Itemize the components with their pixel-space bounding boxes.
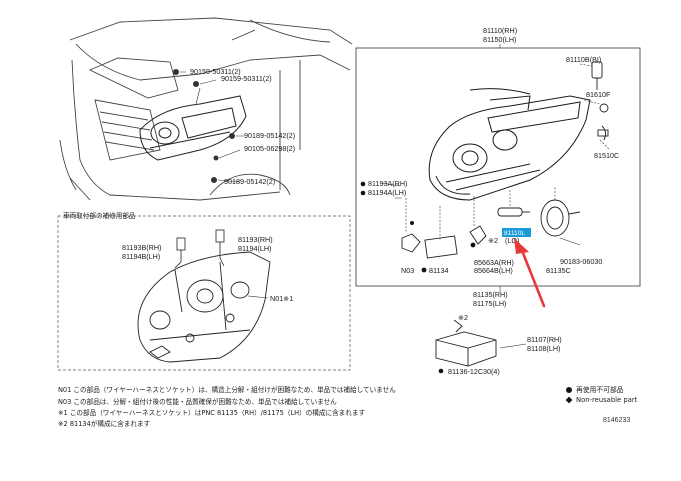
label-81107: 81107(RH) — [527, 335, 562, 344]
label-85663a: 85663A(RH) — [474, 258, 514, 267]
small-part-markers — [410, 221, 476, 273]
headlamp-assembly — [428, 88, 591, 201]
label-81194a: 81194A(LH) — [368, 188, 406, 197]
filled-diamond-icon — [565, 396, 573, 403]
socket-icons — [174, 229, 225, 269]
label-n01: N01※1 — [270, 294, 293, 303]
callout-bolt-2: 90159-50311(2) — [221, 74, 272, 83]
label-81610f: 81610F — [586, 90, 611, 99]
assembly-leaders — [405, 63, 611, 240]
figure-code: 8146233 — [603, 417, 631, 424]
label-81193b: 81193B(RH) — [122, 243, 161, 252]
ballast-module — [435, 319, 497, 367]
nonreusable-marker-81194a — [360, 190, 366, 196]
callout-bolt-5: 90189-05142(2) — [224, 177, 275, 186]
ballast-leader — [499, 343, 527, 349]
heading-81150lh: 81150(LH) — [483, 35, 516, 44]
note-mark1: ※1 この部品（ワイヤーハーネスとソケット）はPNC 81135（RH）/811… — [58, 409, 366, 417]
screw-icon — [438, 368, 444, 374]
label-81194b: 81194B(LH) — [122, 252, 160, 261]
note-n01: N01 この部品（ワイヤーハーネスとソケット）は、構造上分解・組付けが困難なため… — [58, 386, 396, 394]
filled-circle-icon — [566, 386, 572, 393]
label-81110b: 81110B(BI) — [566, 55, 601, 64]
mark-2b: ※2 — [458, 313, 468, 322]
leader-lines-left — [180, 71, 244, 183]
legend-text-jp: 再使用不可部品 — [576, 386, 624, 394]
legend-nonreusable-en: Non-reusable part — [565, 396, 638, 404]
headlamp-rear-view — [137, 251, 271, 363]
label-90183: 90183-06030 — [560, 257, 602, 266]
cap-81135c — [540, 199, 581, 237]
label-81193: 81193(RH) — [238, 235, 273, 244]
callout-bolt-1: 90159-50311(2) — [190, 67, 241, 76]
n01-leader — [247, 295, 269, 299]
nonreusable-marker-81193a — [360, 181, 366, 187]
label-81135: 81135(RH) — [473, 290, 508, 299]
label-81135c: 81135C — [546, 266, 571, 275]
part-81110l-highlight[interactable] — [502, 228, 531, 237]
legend-text-en: Non-reusable part — [576, 396, 638, 404]
label-81510c: 81510C — [594, 151, 619, 160]
vehicle-headlamp — [139, 95, 247, 161]
heading-81110rh: 81110(RH) — [483, 26, 517, 35]
label-81193a: 81193A(RH) — [368, 179, 407, 188]
label-lo: (LO) — [505, 236, 519, 245]
assembly-box — [355, 47, 641, 287]
bolt-icons-left — [173, 69, 235, 183]
label-81134: 81134 — [429, 266, 448, 275]
label-81194: 81194(LH) — [238, 244, 271, 253]
label-81175: 81175(LH) — [473, 299, 506, 308]
legend-nonreusable-jp: 再使用不可部品 — [566, 384, 624, 394]
label-81108: 81108(LH) — [527, 344, 560, 353]
red-arrow — [514, 238, 546, 308]
assembly-solid-leaders — [381, 182, 581, 292]
label-85664b: 85664B(LH) — [474, 266, 513, 275]
mark-2a: ※2 — [488, 236, 498, 245]
label-n03: N03 — [401, 266, 414, 275]
attachment-repair-box — [57, 215, 351, 371]
callout-screw-4: 90105-06298(2) — [244, 144, 295, 153]
note-n03: N03 この部品は、分解・組付け後の性能・品質確保が困難なため、単品では補給して… — [58, 398, 337, 406]
section-title: 車両取付部の補修用部品 — [63, 212, 136, 220]
callout-bolt-3: 90189-05142(2) — [244, 131, 295, 140]
vehicle-sketch — [59, 17, 353, 201]
note-mark2: ※2 81134が構成に含まれます — [58, 420, 151, 428]
bulb-parts — [591, 61, 609, 141]
label-81110l[interactable]: 81110L — [504, 230, 525, 237]
label-81136: 81136-12C30(4) — [448, 367, 500, 376]
